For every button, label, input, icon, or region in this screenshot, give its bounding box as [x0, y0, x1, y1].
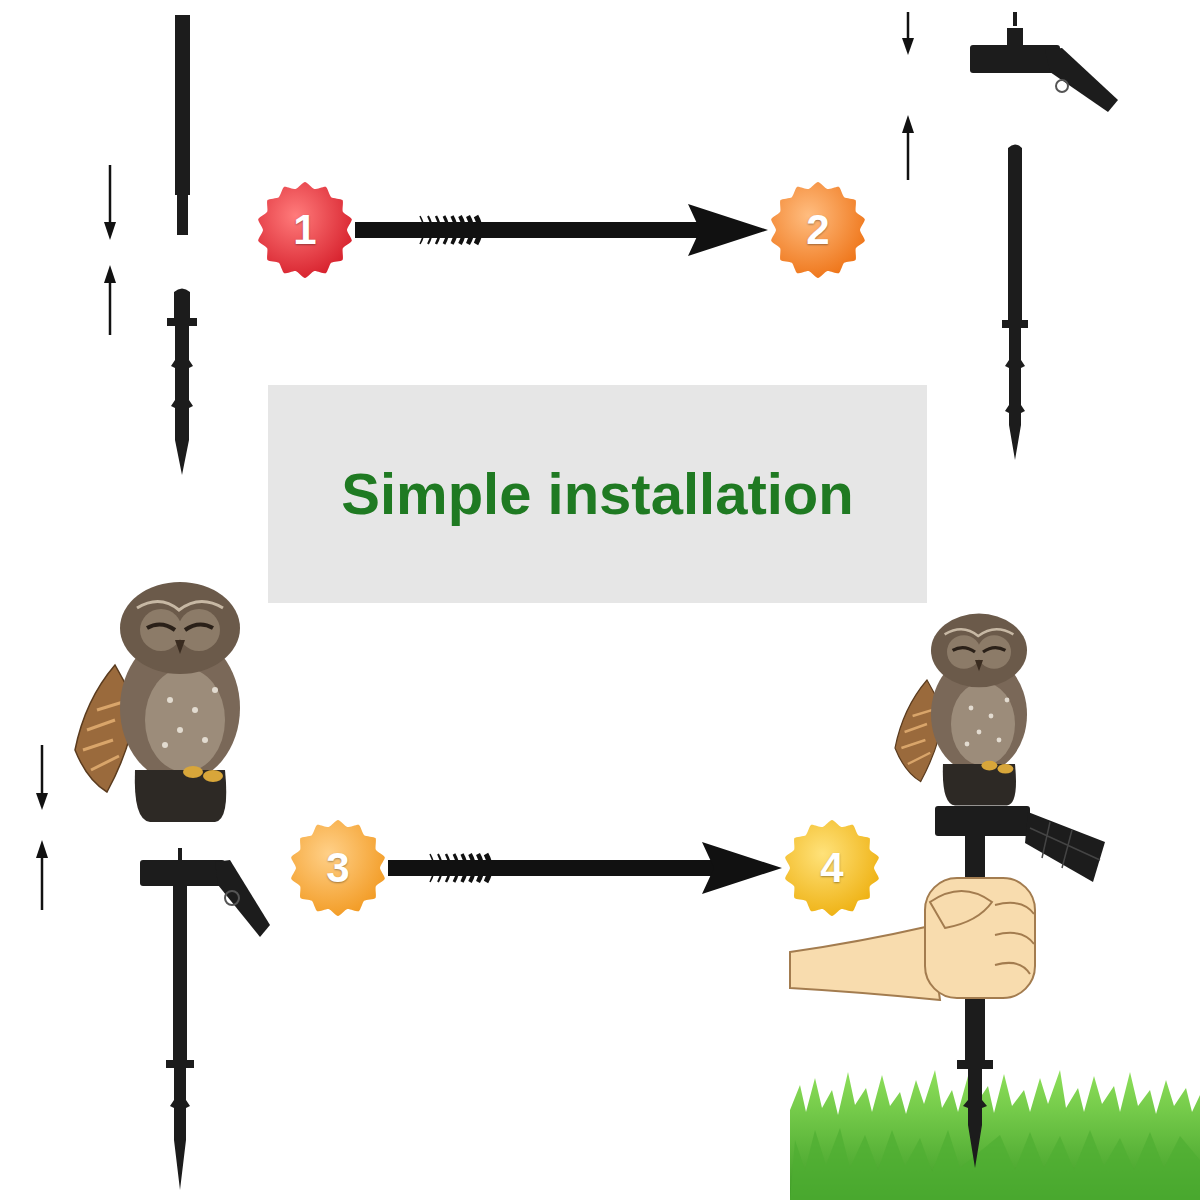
badge-shape [785, 820, 879, 916]
title-text: Simple installation [341, 461, 853, 528]
hanger-ring [225, 891, 239, 905]
hanger-ring [1056, 80, 1068, 92]
direction-arrow [41, 745, 44, 795]
grass-shade [790, 1128, 1200, 1200]
step-badge: 3 [288, 818, 388, 918]
panel-grid [1030, 822, 1100, 868]
light-pin [1013, 12, 1017, 26]
direction-arrowhead [902, 38, 914, 55]
owl-figure [75, 582, 240, 822]
step-badge: 4 [782, 818, 882, 918]
step-number: 4 [820, 847, 843, 889]
stake-collar [957, 1060, 993, 1069]
extension-tube [175, 15, 190, 235]
step-arrow [355, 222, 700, 238]
solar-head [935, 806, 1030, 836]
direction-arrowhead [104, 265, 116, 283]
grass [790, 1070, 1200, 1200]
ground-stake [166, 886, 194, 1190]
solar-panel [1045, 48, 1118, 112]
light-pin [178, 848, 182, 862]
ground-stake [167, 289, 197, 476]
direction-arrowhead [902, 115, 914, 133]
arm [790, 926, 940, 1000]
solar-panel [1025, 812, 1105, 882]
title-band: Simple installation [268, 385, 927, 603]
direction-arrowhead [104, 222, 116, 240]
badge-shape [258, 182, 352, 278]
badge-shape [291, 820, 385, 916]
solar-panel [215, 860, 270, 937]
badge-shape [771, 182, 865, 278]
step-badge: 2 [768, 180, 868, 280]
ground-stake [1002, 145, 1028, 461]
direction-arrow [907, 132, 910, 180]
thumb [930, 891, 992, 928]
direction-arrowhead [36, 840, 48, 858]
step-number: 3 [326, 847, 349, 889]
step-number: 2 [806, 209, 829, 251]
direction-arrow [907, 12, 910, 40]
step-number: 1 [293, 209, 316, 251]
solar-head [140, 860, 225, 886]
step-badge: 1 [255, 180, 355, 280]
direction-arrowhead [36, 793, 48, 810]
direction-arrow [41, 857, 44, 910]
stake-spike [963, 1069, 987, 1168]
direction-arrow [109, 165, 112, 225]
owl-figure [895, 614, 1027, 806]
step-arrow [388, 860, 714, 876]
direction-arrow [109, 283, 112, 335]
finger-lines [995, 903, 1034, 974]
solar-head [970, 45, 1060, 73]
fist [925, 878, 1035, 998]
